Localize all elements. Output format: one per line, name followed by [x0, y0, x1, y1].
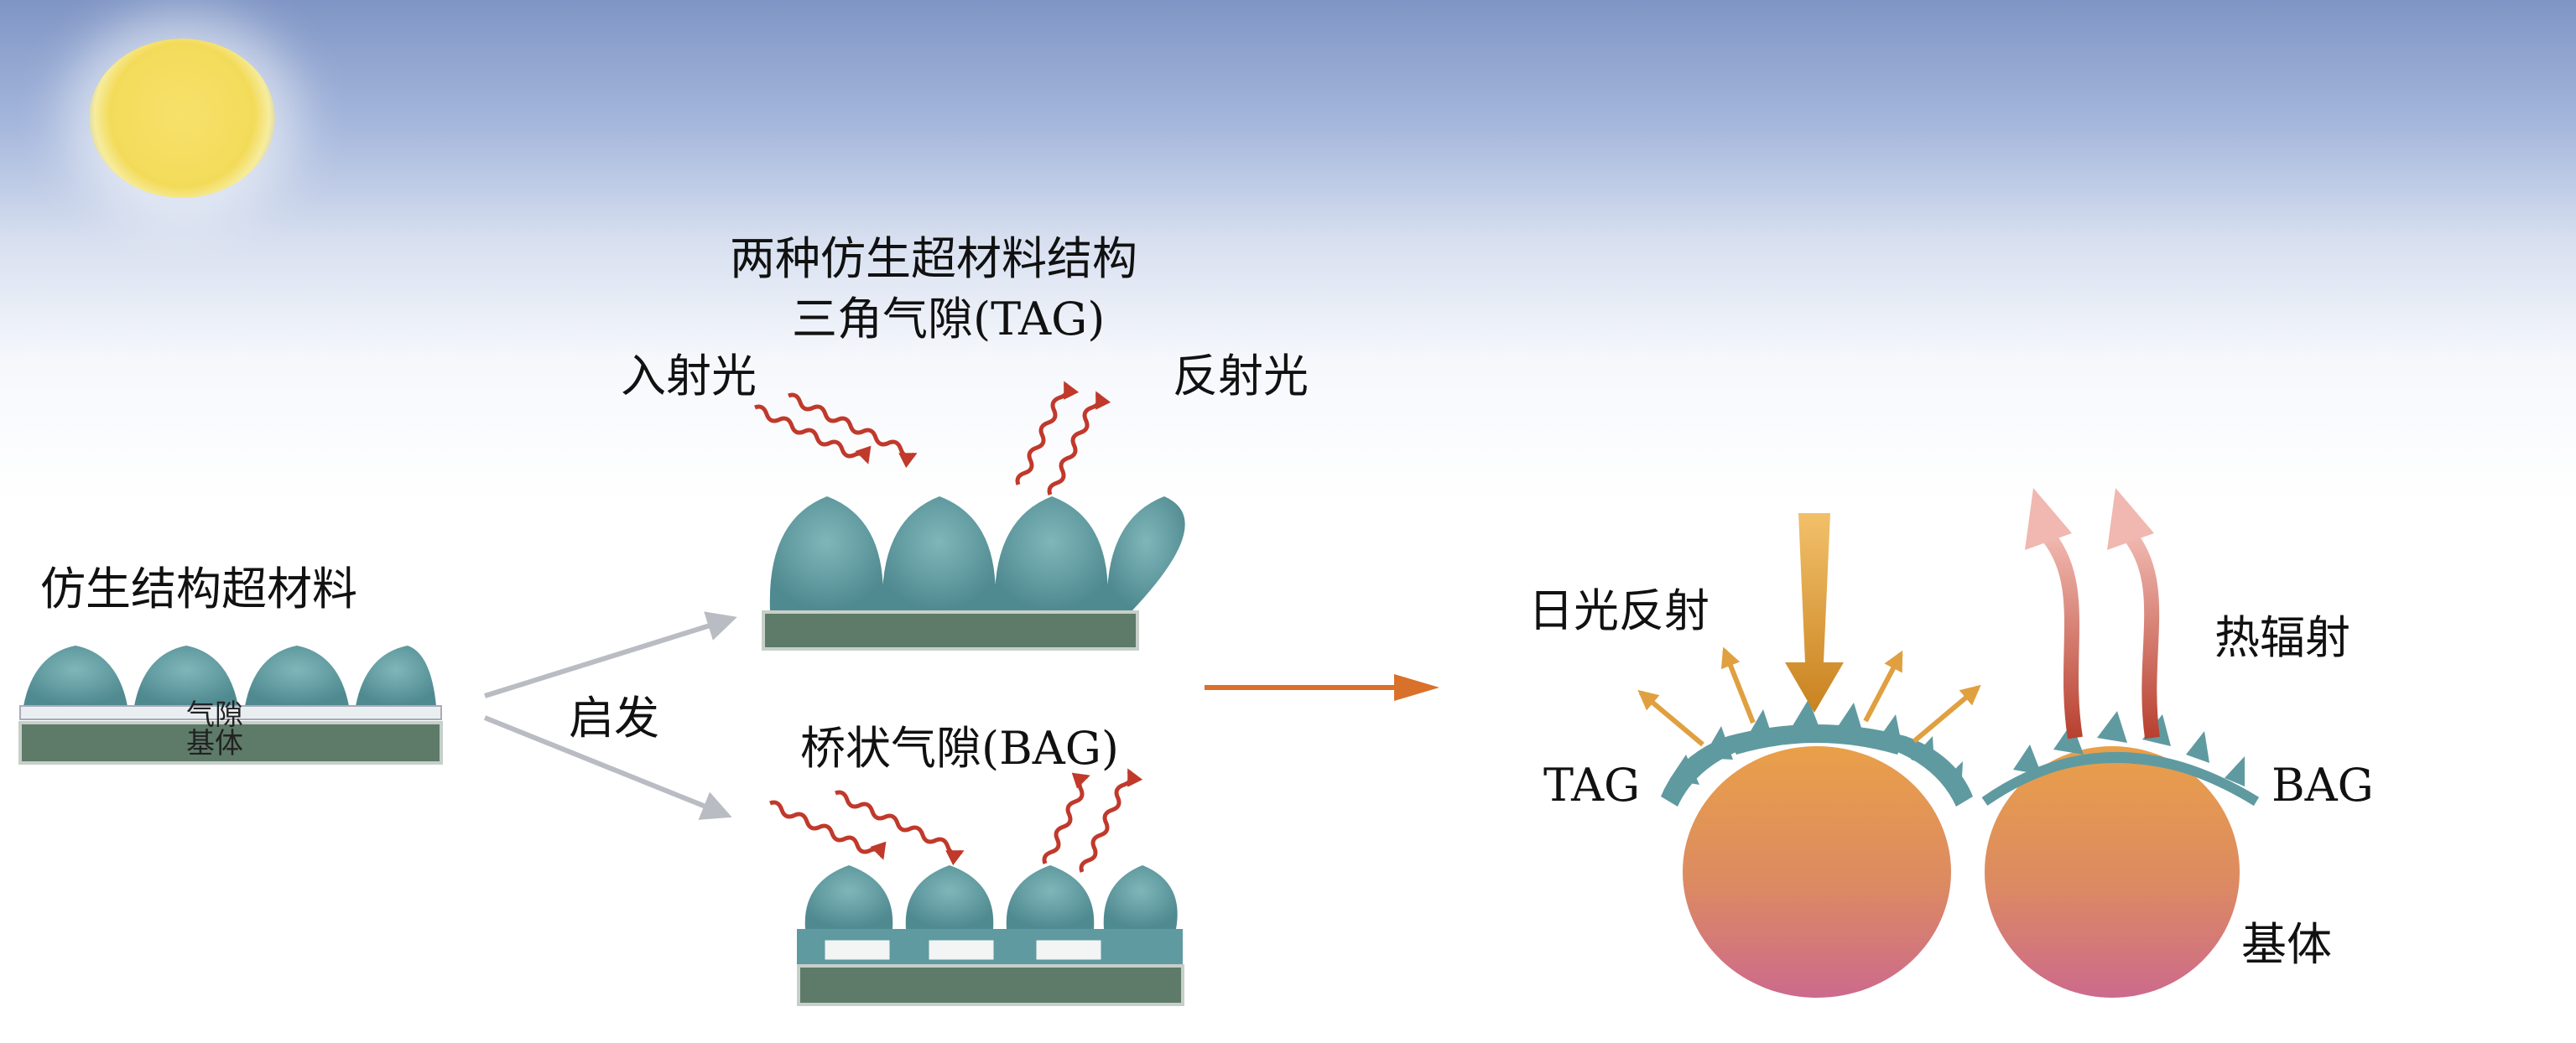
left-air-gap-label: 气隙	[186, 698, 243, 732]
sun-reflection-label: 日光反射	[1528, 584, 1710, 637]
bag-structure	[797, 865, 1184, 1006]
bag-label: BAG	[2272, 759, 2374, 812]
tag-incident-rays	[754, 392, 918, 469]
left-air-gap	[19, 705, 442, 720]
inspire-arrows	[483, 611, 737, 820]
incident-light-label: 入射光	[621, 350, 757, 402]
substrate-right-label: 基体	[2241, 918, 2332, 971]
reflected-light-label: 反射光	[1173, 350, 1309, 402]
bag-bumps	[804, 865, 1178, 929]
tag-full-label: 三角气隙(TAG)	[792, 293, 1106, 345]
sun-down-arrow	[1785, 513, 1844, 713]
bag-full-label: 桥状气隙(BAG)	[800, 722, 1119, 775]
tag-reflected-rays	[1015, 381, 1111, 496]
inspire-label: 启发	[569, 692, 659, 745]
sun	[89, 39, 275, 198]
bag-reflected-rays	[1042, 768, 1143, 873]
tag-sphere-coating	[1661, 699, 1973, 807]
bag-sphere-coating	[1981, 711, 2260, 807]
tag-structure	[762, 496, 1185, 651]
tag-sphere	[1683, 746, 1951, 998]
bag-air-gaps	[822, 937, 1104, 963]
left-structure	[18, 646, 443, 765]
tag-substrate	[762, 610, 1139, 651]
left-substrate-label: 基体	[186, 727, 243, 760]
tag-sphere-group	[1637, 513, 1981, 998]
main-arrow	[1205, 674, 1439, 701]
left-substrate	[18, 721, 443, 765]
tag-bumps	[769, 496, 1185, 610]
bag-sphere	[1985, 746, 2240, 998]
sky-background	[0, 0, 2576, 503]
left-title-label: 仿生结构超材料	[40, 563, 357, 615]
bag-sphere-group	[1981, 488, 2260, 998]
thermal-radiation-label: 热辐射	[2214, 611, 2350, 664]
sun-reflect-rays	[1637, 646, 1981, 747]
tag-label: TAG	[1543, 759, 1641, 812]
bag-incident-rays	[769, 790, 965, 866]
two-structures-title: 两种仿生超材料结构	[730, 232, 1137, 285]
left-bumps	[23, 646, 436, 706]
heat-radiation-arrows	[2025, 488, 2160, 739]
bag-substrate	[797, 964, 1184, 1006]
